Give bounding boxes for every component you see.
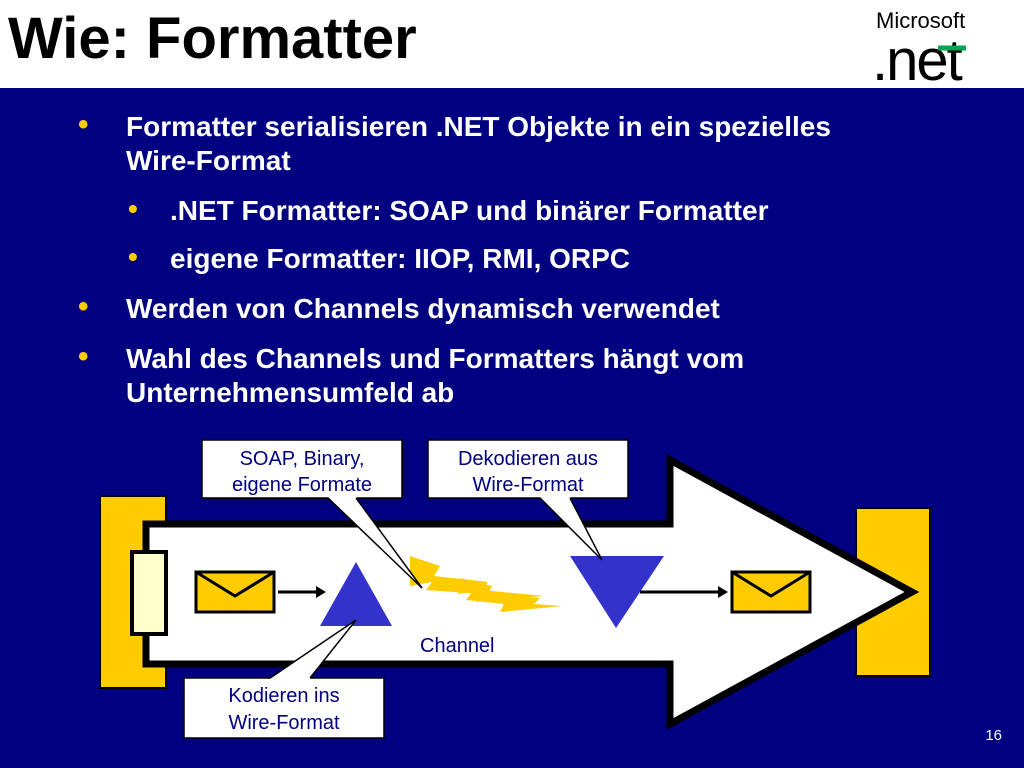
flow-arrow-icon [640, 586, 728, 598]
wire-data-bolt-icon [410, 556, 544, 602]
callout-formats: SOAP, Binary, eigene Formate [201, 439, 423, 589]
sub-bullet-1: .NET Formatter: SOAP und binärer Formatt… [170, 195, 769, 226]
sub-bullet-2: eigene Formatter: IIOP, RMI, ORPC [170, 243, 631, 274]
callout-encode-line1: Kodieren ins [228, 685, 339, 707]
bullet-1-line2: Wire-Format [126, 145, 291, 176]
channel-arrow [142, 454, 920, 730]
microsoft-net-logo: Microsoft .net [872, 8, 966, 86]
page-number: 16 [985, 727, 1002, 744]
callout-formats-line1: SOAP, Binary, [240, 448, 365, 470]
wire-data-bolt-icon [458, 578, 562, 612]
bullet-list: • Formatter serialisieren .NET Objekte i… [78, 108, 831, 410]
logo-product: .net [872, 28, 963, 86]
callout-encode-line2: Wire-Format [228, 712, 340, 734]
bullet-dot-icon: • [78, 290, 89, 323]
bullet-2: Werden von Channels dynamisch verwendet [126, 293, 720, 324]
bullet-dot-icon: • [78, 108, 89, 141]
flow-arrow-icon [278, 586, 326, 598]
callout-decode: Dekodieren aus Wire-Format [427, 439, 629, 561]
logo-brand: Microsoft [876, 8, 965, 33]
callout-decode-line1: Dekodieren aus [458, 448, 598, 470]
callout-formats-line2: eigene Formate [232, 474, 372, 496]
bullet-3-line2: Unternehmensumfeld ab [126, 377, 455, 408]
bullet-1-line1: Formatter serialisieren .NET Objekte in … [126, 111, 831, 142]
sub-bullet-dot-icon: • [128, 193, 138, 224]
sub-bullet-dot-icon: • [128, 241, 138, 272]
title-bar: Wie: Formatter Microsoft .net [0, 0, 1024, 88]
bullet-1: Formatter serialisieren .NET Objekte in … [126, 110, 831, 178]
connector-plug [130, 550, 168, 636]
decode-triangle-icon [570, 556, 664, 628]
callout-encode: Kodieren ins Wire-Format [183, 619, 385, 739]
bullet-3: Wahl des Channels und Formatters hängt v… [126, 342, 744, 410]
channel-label: Channel [420, 635, 495, 657]
encode-triangle-icon [320, 562, 392, 626]
bullet-dot-icon: • [78, 340, 89, 373]
callout-decode-line2: Wire-Format [472, 474, 584, 496]
bullet-3-line1: Wahl des Channels und Formatters hängt v… [126, 343, 745, 374]
envelope-left-icon [194, 570, 276, 614]
slide-title: Wie: Formatter [8, 6, 417, 71]
envelope-right-icon [730, 570, 812, 614]
